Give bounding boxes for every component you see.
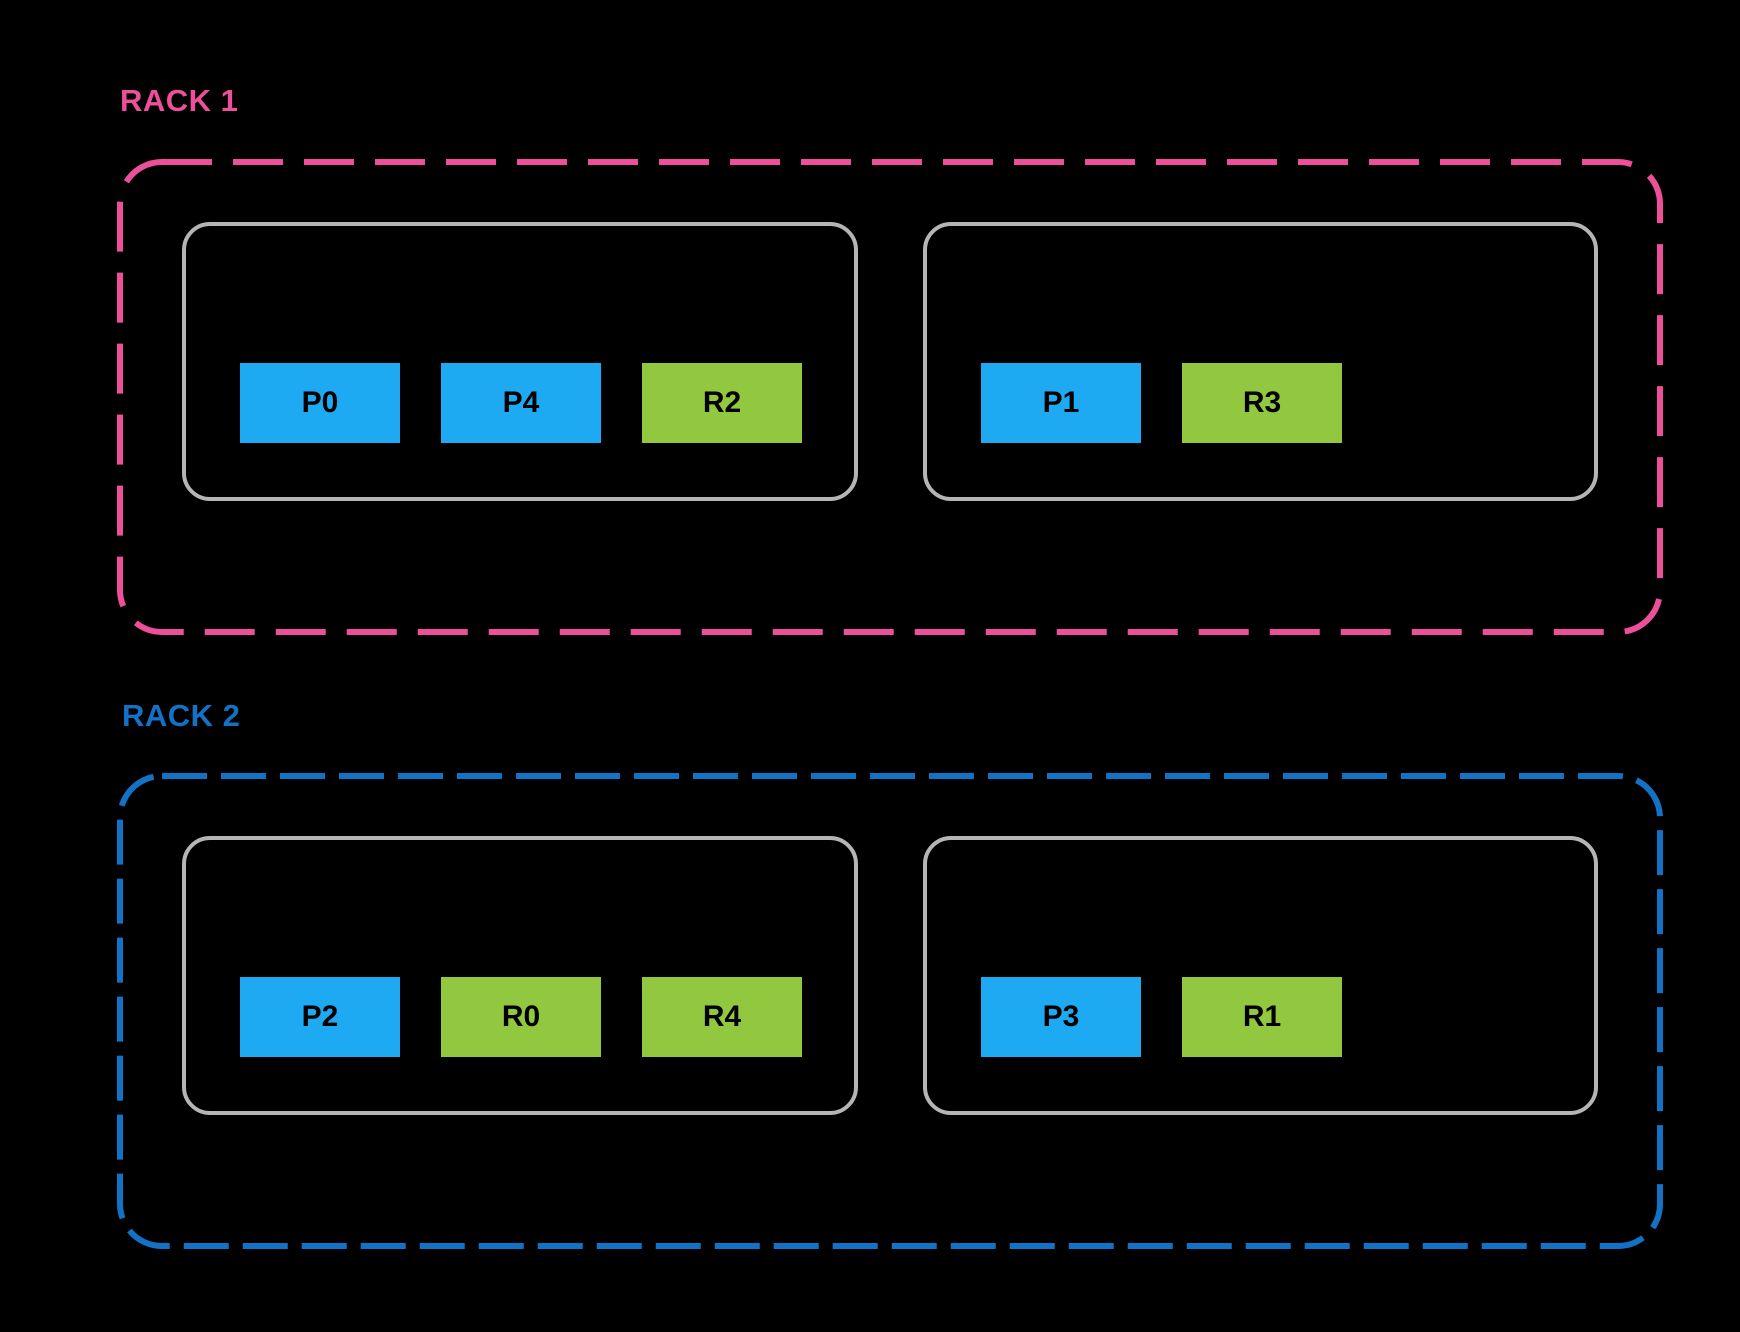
- rack-2-host-1: P2 R0 R4: [182, 836, 858, 1115]
- rack-2-boundary: P2 R0 R4 P3 R1: [117, 773, 1663, 1249]
- chip-p0: P0: [240, 363, 400, 443]
- rack-1-boundary: P0 P4 R2 P1 R3: [117, 159, 1663, 635]
- rack-2-dashed-border: [117, 773, 1663, 1249]
- chip-p2: P2: [240, 977, 400, 1057]
- rack-1-host-2: P1 R3: [923, 222, 1598, 501]
- chip-p1: P1: [981, 363, 1141, 443]
- rack-1-dashed-border: [117, 159, 1663, 635]
- rack-1-dashed-rect: [117, 159, 1663, 635]
- rack-2-label: RACK 2: [122, 698, 241, 733]
- rack-2-host-2: P3 R1: [923, 836, 1598, 1115]
- rack-1-label: RACK 1: [120, 83, 239, 118]
- chip-r3: R3: [1182, 363, 1342, 443]
- chip-r0: R0: [441, 977, 601, 1057]
- chip-p3: P3: [981, 977, 1141, 1057]
- chip-r2: R2: [642, 363, 802, 443]
- chip-r4: R4: [642, 977, 802, 1057]
- chip-p4: P4: [441, 363, 601, 443]
- rack-2-dashed-rect: [117, 773, 1663, 1249]
- rack-1-host-1: P0 P4 R2: [182, 222, 858, 501]
- chip-r1: R1: [1182, 977, 1342, 1057]
